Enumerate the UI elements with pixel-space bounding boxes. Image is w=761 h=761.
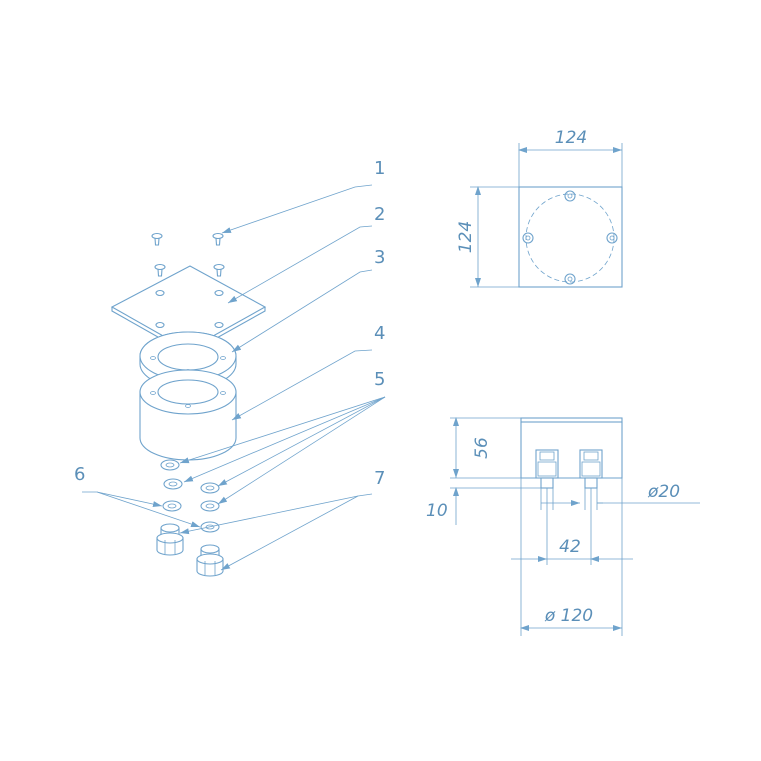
callout-4: 4 xyxy=(374,323,385,344)
side-view-lid xyxy=(520,417,623,423)
side-view-body xyxy=(520,422,623,479)
top-view-outline xyxy=(518,186,623,288)
callout-1: 1 xyxy=(374,158,385,179)
top-width-dimension: 124 xyxy=(555,128,587,148)
housing-part xyxy=(139,369,237,461)
body-diameter-dimension: ø 120 xyxy=(544,606,593,626)
side-height-dimension: 56 xyxy=(472,437,492,459)
side-offset-dimension: 10 xyxy=(426,501,448,521)
callout-7: 7 xyxy=(374,468,385,489)
cable-gland-part xyxy=(156,523,224,577)
callout-5: 5 xyxy=(374,369,385,390)
bolt-hole xyxy=(522,190,618,285)
pipe-diameter-dimension: ø20 xyxy=(647,482,680,502)
callout-6: 6 xyxy=(74,464,85,485)
callout-2: 2 xyxy=(374,204,385,225)
leader-lines xyxy=(82,184,386,571)
washer-part xyxy=(160,459,220,533)
gland-section xyxy=(535,449,603,489)
top-height-dimension: 124 xyxy=(456,221,476,253)
gland-spacing-dimension: 42 xyxy=(559,537,581,557)
side-view: 56 10 ø20 42 ø 120 xyxy=(426,417,700,636)
top-view: 124 124 xyxy=(456,128,623,288)
callout-3: 3 xyxy=(374,247,385,268)
screw-part xyxy=(151,232,225,277)
exploded-view: 1 2 3 4 5 6 7 xyxy=(74,158,386,577)
bolt-circle xyxy=(525,193,615,283)
